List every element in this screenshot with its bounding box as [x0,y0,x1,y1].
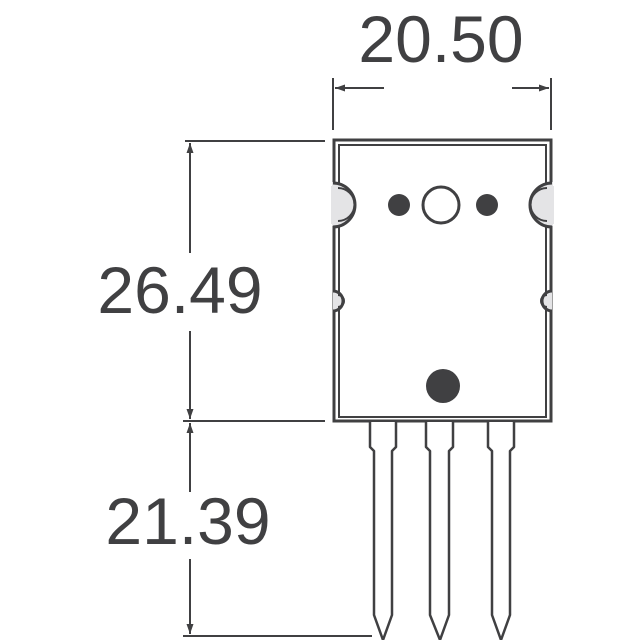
small-dot-left [388,194,410,216]
small-dot-right [476,194,498,216]
width-label: 20.50 [358,2,523,76]
mounting-hole [421,185,461,225]
pin-marker-dot [426,369,460,403]
lead-length-label: 21.39 [105,484,270,558]
package-body [331,138,554,423]
left-mounting-notch [331,181,357,229]
body-height-dimension: 26.49 [97,140,325,422]
right-small-notch [540,289,553,313]
width-dimension: 20.50 [332,2,552,130]
leads [368,422,516,640]
right-mounting-notch [528,181,554,229]
lead-length-dimension: 21.39 [105,423,372,637]
lead-2 [424,422,455,640]
body-height-label: 26.49 [97,253,262,327]
left-small-notch [332,289,345,313]
lead-3 [486,422,516,640]
lead-1 [368,422,398,640]
